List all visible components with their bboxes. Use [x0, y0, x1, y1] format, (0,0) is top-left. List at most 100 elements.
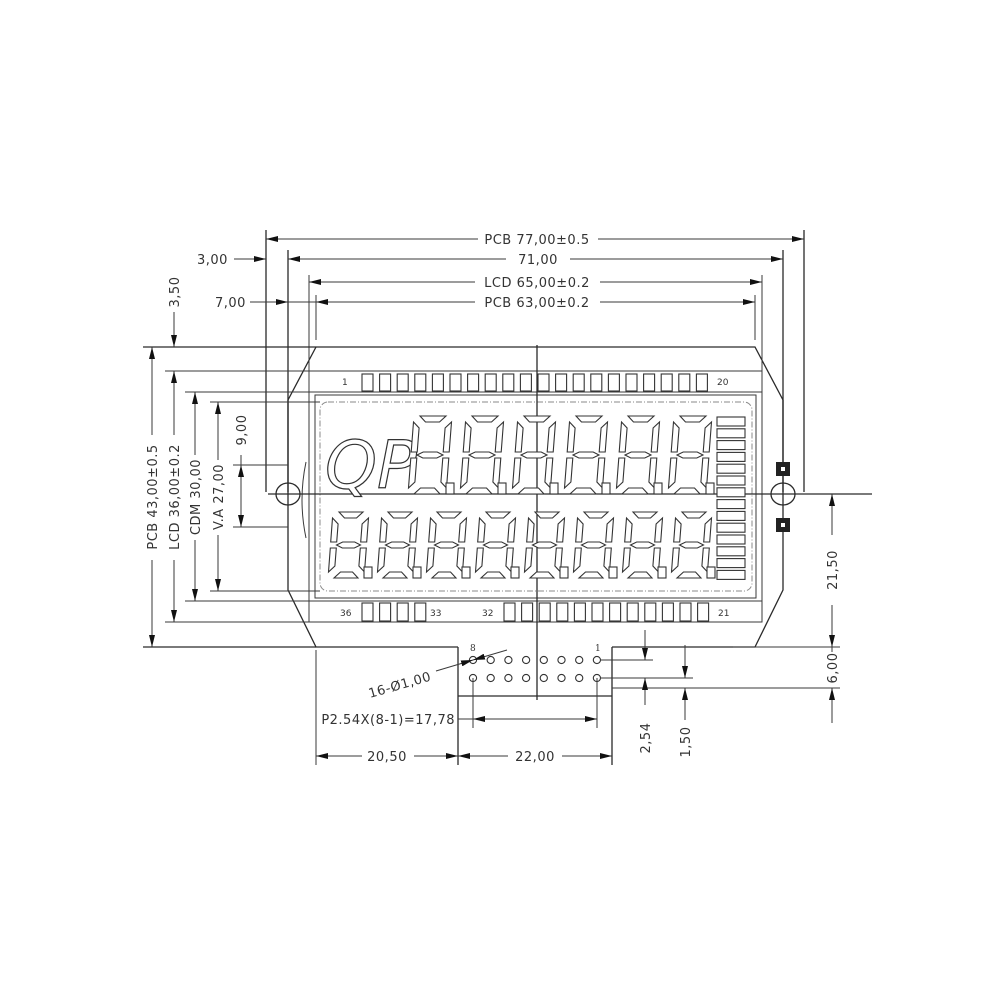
dim-lcd-height: LCD 36,00±0.2 — [168, 444, 183, 550]
dim-connector-left-offset: 20,50 — [367, 750, 407, 765]
pcb-outline — [287, 346, 784, 765]
connector-hole — [557, 655, 566, 665]
decimal-point — [559, 566, 569, 579]
bar-segment — [716, 463, 746, 474]
bar-segment — [716, 451, 746, 462]
bar-segment — [716, 534, 746, 545]
lcd-pin — [591, 602, 604, 622]
bar-segment — [716, 569, 746, 580]
lcd-pin — [414, 602, 427, 622]
dim-connector-depth: 6,00 — [826, 653, 841, 684]
dim-pcb-inner-width: PCB 63,00±0.2 — [484, 296, 589, 311]
lcd-pin — [625, 373, 638, 392]
dim-pcb-width: PCB 77,00±0.5 — [484, 233, 589, 248]
pin-label-20: 20 — [717, 378, 729, 388]
lcd-pin — [361, 602, 374, 622]
dim-top-offset: 3,50 — [168, 277, 183, 308]
seven-segment-digit — [327, 511, 370, 579]
lcd-pin — [521, 602, 534, 622]
bar-segment — [716, 546, 746, 557]
bar-segment — [716, 416, 746, 427]
decimal-point — [705, 482, 715, 495]
seven-segment-digit — [667, 415, 713, 495]
lcd-pin — [644, 602, 657, 622]
dim-edge-offset: 1,50 — [679, 727, 694, 758]
lcd-pin — [626, 602, 639, 622]
connector-hole — [521, 673, 531, 683]
lcd-pin — [607, 373, 620, 392]
decimal-point — [497, 482, 507, 495]
lcd-pin — [449, 373, 462, 392]
lcd-pin — [609, 602, 622, 622]
decimal-point — [461, 566, 471, 579]
connector-hole — [557, 673, 566, 683]
bar-segment — [716, 428, 746, 439]
pins-bottom-row — [361, 602, 710, 622]
dim-center-to-bottom: 21,50 — [826, 550, 841, 590]
dim-hole-diameter: 16-Ø1,00 — [367, 670, 433, 702]
lcd-pin — [555, 373, 568, 392]
lcd-pin — [503, 602, 516, 622]
connector-hole — [575, 673, 584, 683]
lcd-pin — [396, 602, 409, 622]
decimal-point — [445, 482, 455, 495]
bar-segment — [716, 440, 746, 451]
connector-hole — [486, 673, 495, 683]
dim-va-height: V.A 27,00 — [212, 464, 227, 530]
seven-segment-digit — [376, 511, 419, 579]
seven-segment-digit — [459, 415, 505, 495]
decimal-point — [601, 482, 611, 495]
connector-hole — [539, 655, 548, 665]
pin-label-32: 32 — [482, 609, 493, 619]
connector-dims: 2,54 1,50 16-Ø1,00 P2.54X(8-1)=17,78 20,… — [315, 630, 694, 765]
lcd-pin — [660, 373, 673, 392]
lcd-pin — [484, 373, 497, 392]
bar-segment — [716, 475, 746, 486]
lcd-pin — [414, 373, 427, 392]
connector-hole — [504, 655, 513, 665]
decimal-point — [653, 482, 663, 495]
lcd-pin — [697, 602, 710, 622]
bar-segment — [716, 499, 746, 510]
decimal-point — [510, 566, 520, 579]
dim-inner-offset: 7,00 — [215, 296, 246, 311]
decimal-point — [412, 566, 422, 579]
bar-segment — [716, 522, 746, 533]
lcd-pin — [361, 373, 374, 392]
dim-lcd-width: LCD 65,00±0.2 — [484, 276, 590, 291]
lcd-pin — [379, 602, 392, 622]
lcd-pin — [396, 373, 409, 392]
lcd-pin — [379, 373, 392, 392]
lcd-pin — [519, 373, 532, 392]
seven-segment-digits — [327, 415, 716, 579]
dim-row-pitch: 2,54 — [639, 723, 654, 754]
lcd-pin — [572, 373, 585, 392]
lcd-pin — [538, 602, 551, 622]
connector-pin-1: 1 — [595, 644, 601, 654]
dim-va-half: 9,00 — [235, 415, 250, 446]
lcd-pin — [431, 373, 444, 392]
dim-hole-offset: 3,00 — [197, 253, 228, 268]
seven-segment-digit — [407, 415, 453, 495]
lcd-pin — [590, 373, 603, 392]
bar-segment — [716, 510, 746, 521]
dim-connector-width: 22,00 — [515, 750, 555, 765]
bar-graph-segments — [716, 416, 746, 580]
lcd-pin — [678, 373, 691, 392]
dim-hole-pitch: 71,00 — [518, 253, 558, 268]
lcd-pin — [502, 373, 515, 392]
lcd-pin — [695, 373, 708, 392]
lcd-pin — [556, 602, 569, 622]
seven-segment-digit — [621, 511, 664, 579]
lcd-logo-qp: QP — [325, 427, 417, 504]
seven-segment-digit — [670, 511, 713, 579]
bar-segment — [716, 487, 746, 498]
connector-hole — [486, 655, 495, 665]
lcd-pin — [537, 373, 550, 392]
lcd-pin — [467, 373, 480, 392]
decimal-point — [363, 566, 373, 579]
dim-pin-pitch: P2.54X(8-1)=17,78 — [321, 713, 455, 728]
dim-pcb-height: PCB 43,00±0.5 — [146, 444, 161, 549]
connector-pin-8: 8 — [470, 644, 476, 654]
